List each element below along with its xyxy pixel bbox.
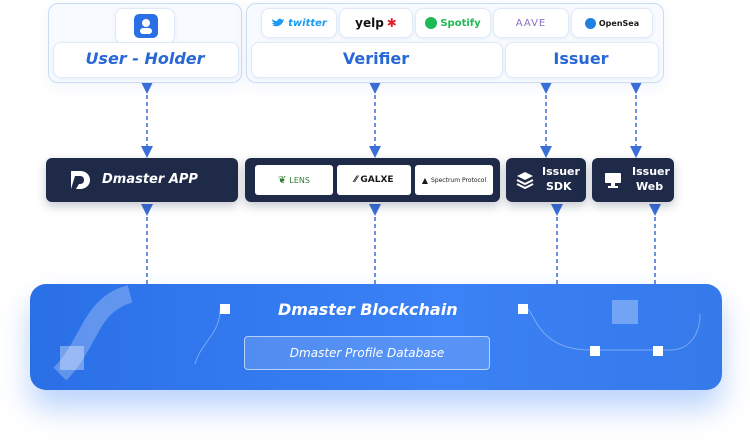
layers-icon <box>516 171 534 193</box>
blockchain-base: Dmaster Blockchain Dmaster Profile Datab… <box>30 284 722 390</box>
dmaster-app-label: Dmaster APP <box>102 172 198 187</box>
issuer-sdk-line1: Issuer <box>542 165 580 178</box>
galxe-logo: ⁄⁄GALXE <box>337 165 411 195</box>
verifier-issuer-panel: twitter yelp✱ Spotify AAVE OpenSea Verif… <box>246 3 664 83</box>
yelp-logo: yelp✱ <box>339 8 413 38</box>
verifier-label: Verifier <box>342 49 410 68</box>
opensea-logo: OpenSea <box>571 8 653 38</box>
node-square <box>590 346 600 356</box>
verifier-tools-block: ❦LENS ⁄⁄GALXE ▲Spectrum Protocol <box>245 158 500 202</box>
node-square <box>518 304 528 314</box>
dmaster-logo-icon <box>68 169 92 195</box>
user-holder-label-tile <box>53 42 239 78</box>
issuer-web-line2: Web <box>636 180 664 193</box>
verifier-label-tile <box>251 42 503 78</box>
dmaster-app-block: Dmaster APP <box>46 158 238 202</box>
user-icon <box>134 14 158 38</box>
issuer-label: Issuer <box>553 49 609 68</box>
node-square <box>653 346 663 356</box>
profile-database-box: Dmaster Profile Database <box>244 336 490 370</box>
issuer-label-tile <box>505 42 659 78</box>
aave-logo: AAVE <box>493 8 569 38</box>
issuer-sdk-line2: SDK <box>546 180 572 193</box>
issuer-web-line1: Issuer <box>632 165 670 178</box>
user-holder-panel: User - Holder <box>48 3 242 83</box>
issuer-sdk-block: Issuer SDK <box>506 158 586 202</box>
profile-database-label: Dmaster Profile Database <box>289 346 445 360</box>
issuer-web-block: Issuer Web <box>592 158 674 202</box>
spotify-logo: Spotify <box>415 8 491 38</box>
decor-lines <box>53 285 701 381</box>
monitor-icon <box>604 172 622 192</box>
spectrum-protocol-logo: ▲Spectrum Protocol <box>415 165 493 195</box>
twitter-logo: twitter <box>261 8 337 38</box>
node-square <box>220 304 230 314</box>
lens-logo: ❦LENS <box>255 165 333 195</box>
user-tile <box>115 8 175 44</box>
blockchain-label: Dmaster Blockchain <box>278 300 458 319</box>
user-holder-label: User - Holder <box>85 49 205 68</box>
